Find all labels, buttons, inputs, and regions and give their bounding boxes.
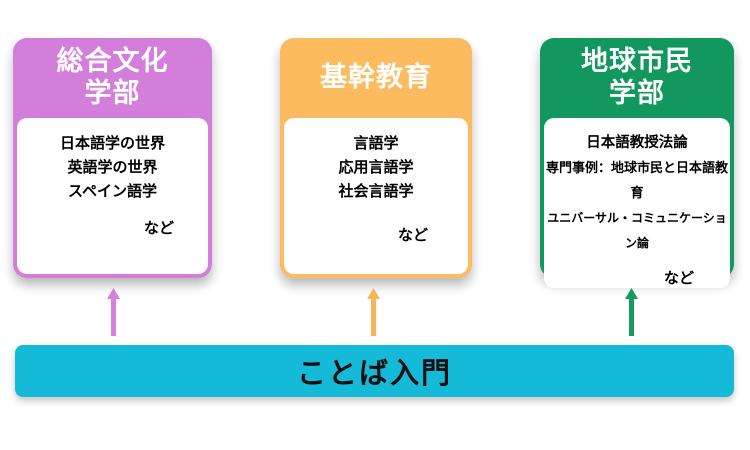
card-title-line: 地球市民 bbox=[581, 46, 693, 78]
card-title-line: 総合文化 bbox=[56, 46, 169, 78]
course-item: 言語学 bbox=[353, 134, 399, 152]
card-title-kikan-kyoiku: 基幹教育 bbox=[280, 38, 472, 118]
card-title-line: 学部 bbox=[609, 78, 665, 109]
card-body: 日本語教授法論 専門事例：地球市民と日本語教育 ユニバーサル・コミュニケーション… bbox=[544, 118, 730, 288]
etc-label: など bbox=[663, 269, 694, 287]
base-bar-kotoba-nyumon: ことば入門 bbox=[15, 345, 734, 397]
card-title-chikyu-shimin-gakubu: 地球市民 学部 bbox=[540, 38, 734, 118]
course-item: 専門事例：地球市民と日本語教育 bbox=[545, 161, 728, 201]
base-bar-label: ことば入門 bbox=[296, 356, 452, 390]
up-arrow-icon bbox=[367, 288, 380, 336]
course-item: 日本語教授法論 bbox=[586, 135, 688, 151]
course-item: スペイン語学 bbox=[68, 182, 157, 200]
up-arrow-icon bbox=[625, 288, 638, 336]
course-item: 応用言語学 bbox=[338, 158, 414, 176]
card-sogo-bunka-gakubu: 総合文化 学部 日本語学の世界 英語学の世界 スペイン語学 など bbox=[13, 38, 212, 278]
card-title-sogo-bunka-gakubu: 総合文化 学部 bbox=[13, 38, 212, 118]
card-kikan-kyoiku: 基幹教育 言語学 応用言語学 社会言語学 など bbox=[280, 38, 472, 278]
etc-label: など bbox=[143, 219, 174, 237]
card-title-line: 基幹教育 bbox=[320, 62, 432, 94]
card-chikyu-shimin-gakubu: 地球市民 学部 日本語教授法論 専門事例：地球市民と日本語教育 ユニバーサル・コ… bbox=[540, 38, 734, 288]
course-item: 日本語学の世界 bbox=[59, 134, 165, 152]
etc-label: など bbox=[397, 226, 428, 244]
course-item: 社会言語学 bbox=[338, 182, 414, 200]
card-body: 言語学 応用言語学 社会言語学 など bbox=[284, 118, 468, 274]
up-arrow-icon bbox=[107, 288, 120, 336]
course-item: 英語学の世界 bbox=[67, 158, 158, 176]
card-body: 日本語学の世界 英語学の世界 スペイン語学 など bbox=[17, 118, 208, 274]
card-title-line: 学部 bbox=[84, 78, 141, 109]
course-item: ユニバーサル・コミュニケーション論 bbox=[547, 211, 727, 250]
